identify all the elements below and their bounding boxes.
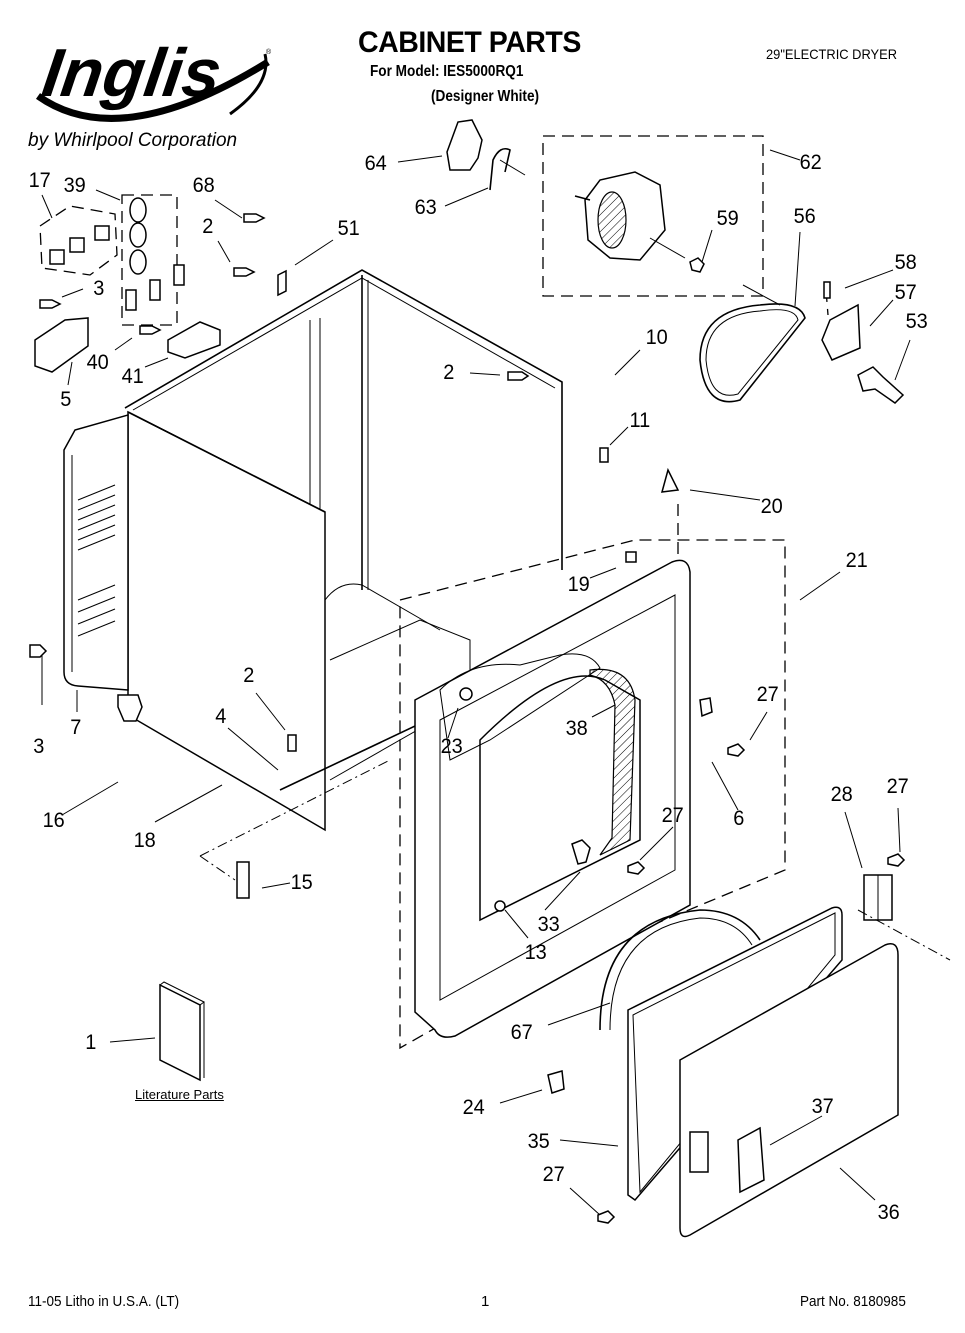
callout-53[interactable]: 53 bbox=[905, 310, 928, 333]
inglis-logo: Inglis ® bbox=[35, 35, 272, 122]
callout-37[interactable]: 37 bbox=[811, 1095, 834, 1118]
front-panel bbox=[399, 467, 786, 1050]
callout-15[interactable]: 15 bbox=[290, 871, 313, 894]
callout-63[interactable]: 63 bbox=[414, 196, 437, 219]
callout-6[interactable]: 6 bbox=[733, 807, 745, 830]
callout-39[interactable]: 39 bbox=[63, 174, 86, 197]
callout-38[interactable]: 38 bbox=[565, 717, 588, 740]
motor-bracket-parts bbox=[446, 119, 526, 191]
callout-17[interactable]: 17 bbox=[28, 169, 51, 192]
page-number: 1 bbox=[481, 1293, 490, 1310]
part-number: Part No. 8180985 bbox=[800, 1293, 906, 1310]
callout-3[interactable]: 3 bbox=[93, 277, 105, 300]
callout-28[interactable]: 28 bbox=[830, 783, 853, 806]
callout-27[interactable]: 27 bbox=[886, 775, 909, 798]
drive-belt bbox=[699, 303, 806, 403]
callout-5[interactable]: 5 bbox=[60, 388, 72, 411]
callout-62[interactable]: 62 bbox=[799, 151, 822, 174]
callout-36[interactable]: 36 bbox=[877, 1201, 900, 1224]
cabinet-body bbox=[63, 269, 563, 899]
callout-2[interactable]: 2 bbox=[202, 215, 214, 238]
callout-16[interactable]: 16 bbox=[42, 809, 65, 832]
door-assembly bbox=[547, 874, 951, 1238]
callout-67[interactable]: 67 bbox=[510, 1021, 533, 1044]
product-type: 29"ELECTRIC DRYER bbox=[766, 46, 898, 62]
page-title: CABINET PARTS bbox=[358, 26, 581, 59]
callout-27[interactable]: 27 bbox=[756, 683, 779, 706]
callout-20[interactable]: 20 bbox=[760, 495, 783, 518]
model-number: For Model: IES5000RQ1 bbox=[370, 63, 524, 80]
callout-27[interactable]: 27 bbox=[542, 1163, 565, 1186]
callout-leaders bbox=[41, 149, 911, 1216]
byline: by Whirlpool Corporation bbox=[28, 130, 238, 151]
callout-23[interactable]: 23 bbox=[440, 735, 463, 758]
literature-booklet bbox=[159, 983, 201, 1082]
callout-13[interactable]: 13 bbox=[524, 941, 547, 964]
callout-4[interactable]: 4 bbox=[215, 705, 227, 728]
callout-57[interactable]: 57 bbox=[894, 281, 917, 304]
callout-68[interactable]: 68 bbox=[192, 174, 215, 197]
callout-2[interactable]: 2 bbox=[243, 664, 255, 687]
callout-1[interactable]: 1 bbox=[85, 1031, 97, 1054]
footer-litho: 11-05 Litho in U.S.A. (LT) bbox=[28, 1293, 180, 1310]
callout-40[interactable]: 40 bbox=[86, 351, 109, 374]
callout-35[interactable]: 35 bbox=[527, 1130, 550, 1153]
callout-10[interactable]: 10 bbox=[645, 326, 668, 349]
callout-58[interactable]: 58 bbox=[894, 251, 917, 274]
svg-text:®: ® bbox=[266, 48, 272, 56]
motor-assembly bbox=[542, 135, 764, 297]
model-color: (Designer White) bbox=[431, 88, 540, 105]
callout-18[interactable]: 18 bbox=[133, 829, 156, 852]
callout-41[interactable]: 41 bbox=[121, 365, 144, 388]
callout-11[interactable]: 11 bbox=[629, 409, 651, 432]
callout-56[interactable]: 56 bbox=[793, 205, 816, 228]
callout-64[interactable]: 64 bbox=[364, 152, 387, 175]
callout-51[interactable]: 51 bbox=[337, 217, 360, 240]
callout-59[interactable]: 59 bbox=[716, 207, 739, 230]
callout-19[interactable]: 19 bbox=[567, 573, 590, 596]
callout-3[interactable]: 3 bbox=[33, 735, 45, 758]
callout-7[interactable]: 7 bbox=[70, 716, 82, 739]
callout-21[interactable]: 21 bbox=[845, 549, 868, 572]
callout-2[interactable]: 2 bbox=[443, 361, 455, 384]
callout-27[interactable]: 27 bbox=[661, 804, 684, 827]
callout-33[interactable]: 33 bbox=[537, 913, 560, 936]
literature-parts-label: Literature Parts bbox=[135, 1087, 224, 1102]
knob-group-outline bbox=[39, 205, 118, 276]
callout-24[interactable]: 24 bbox=[462, 1096, 485, 1119]
